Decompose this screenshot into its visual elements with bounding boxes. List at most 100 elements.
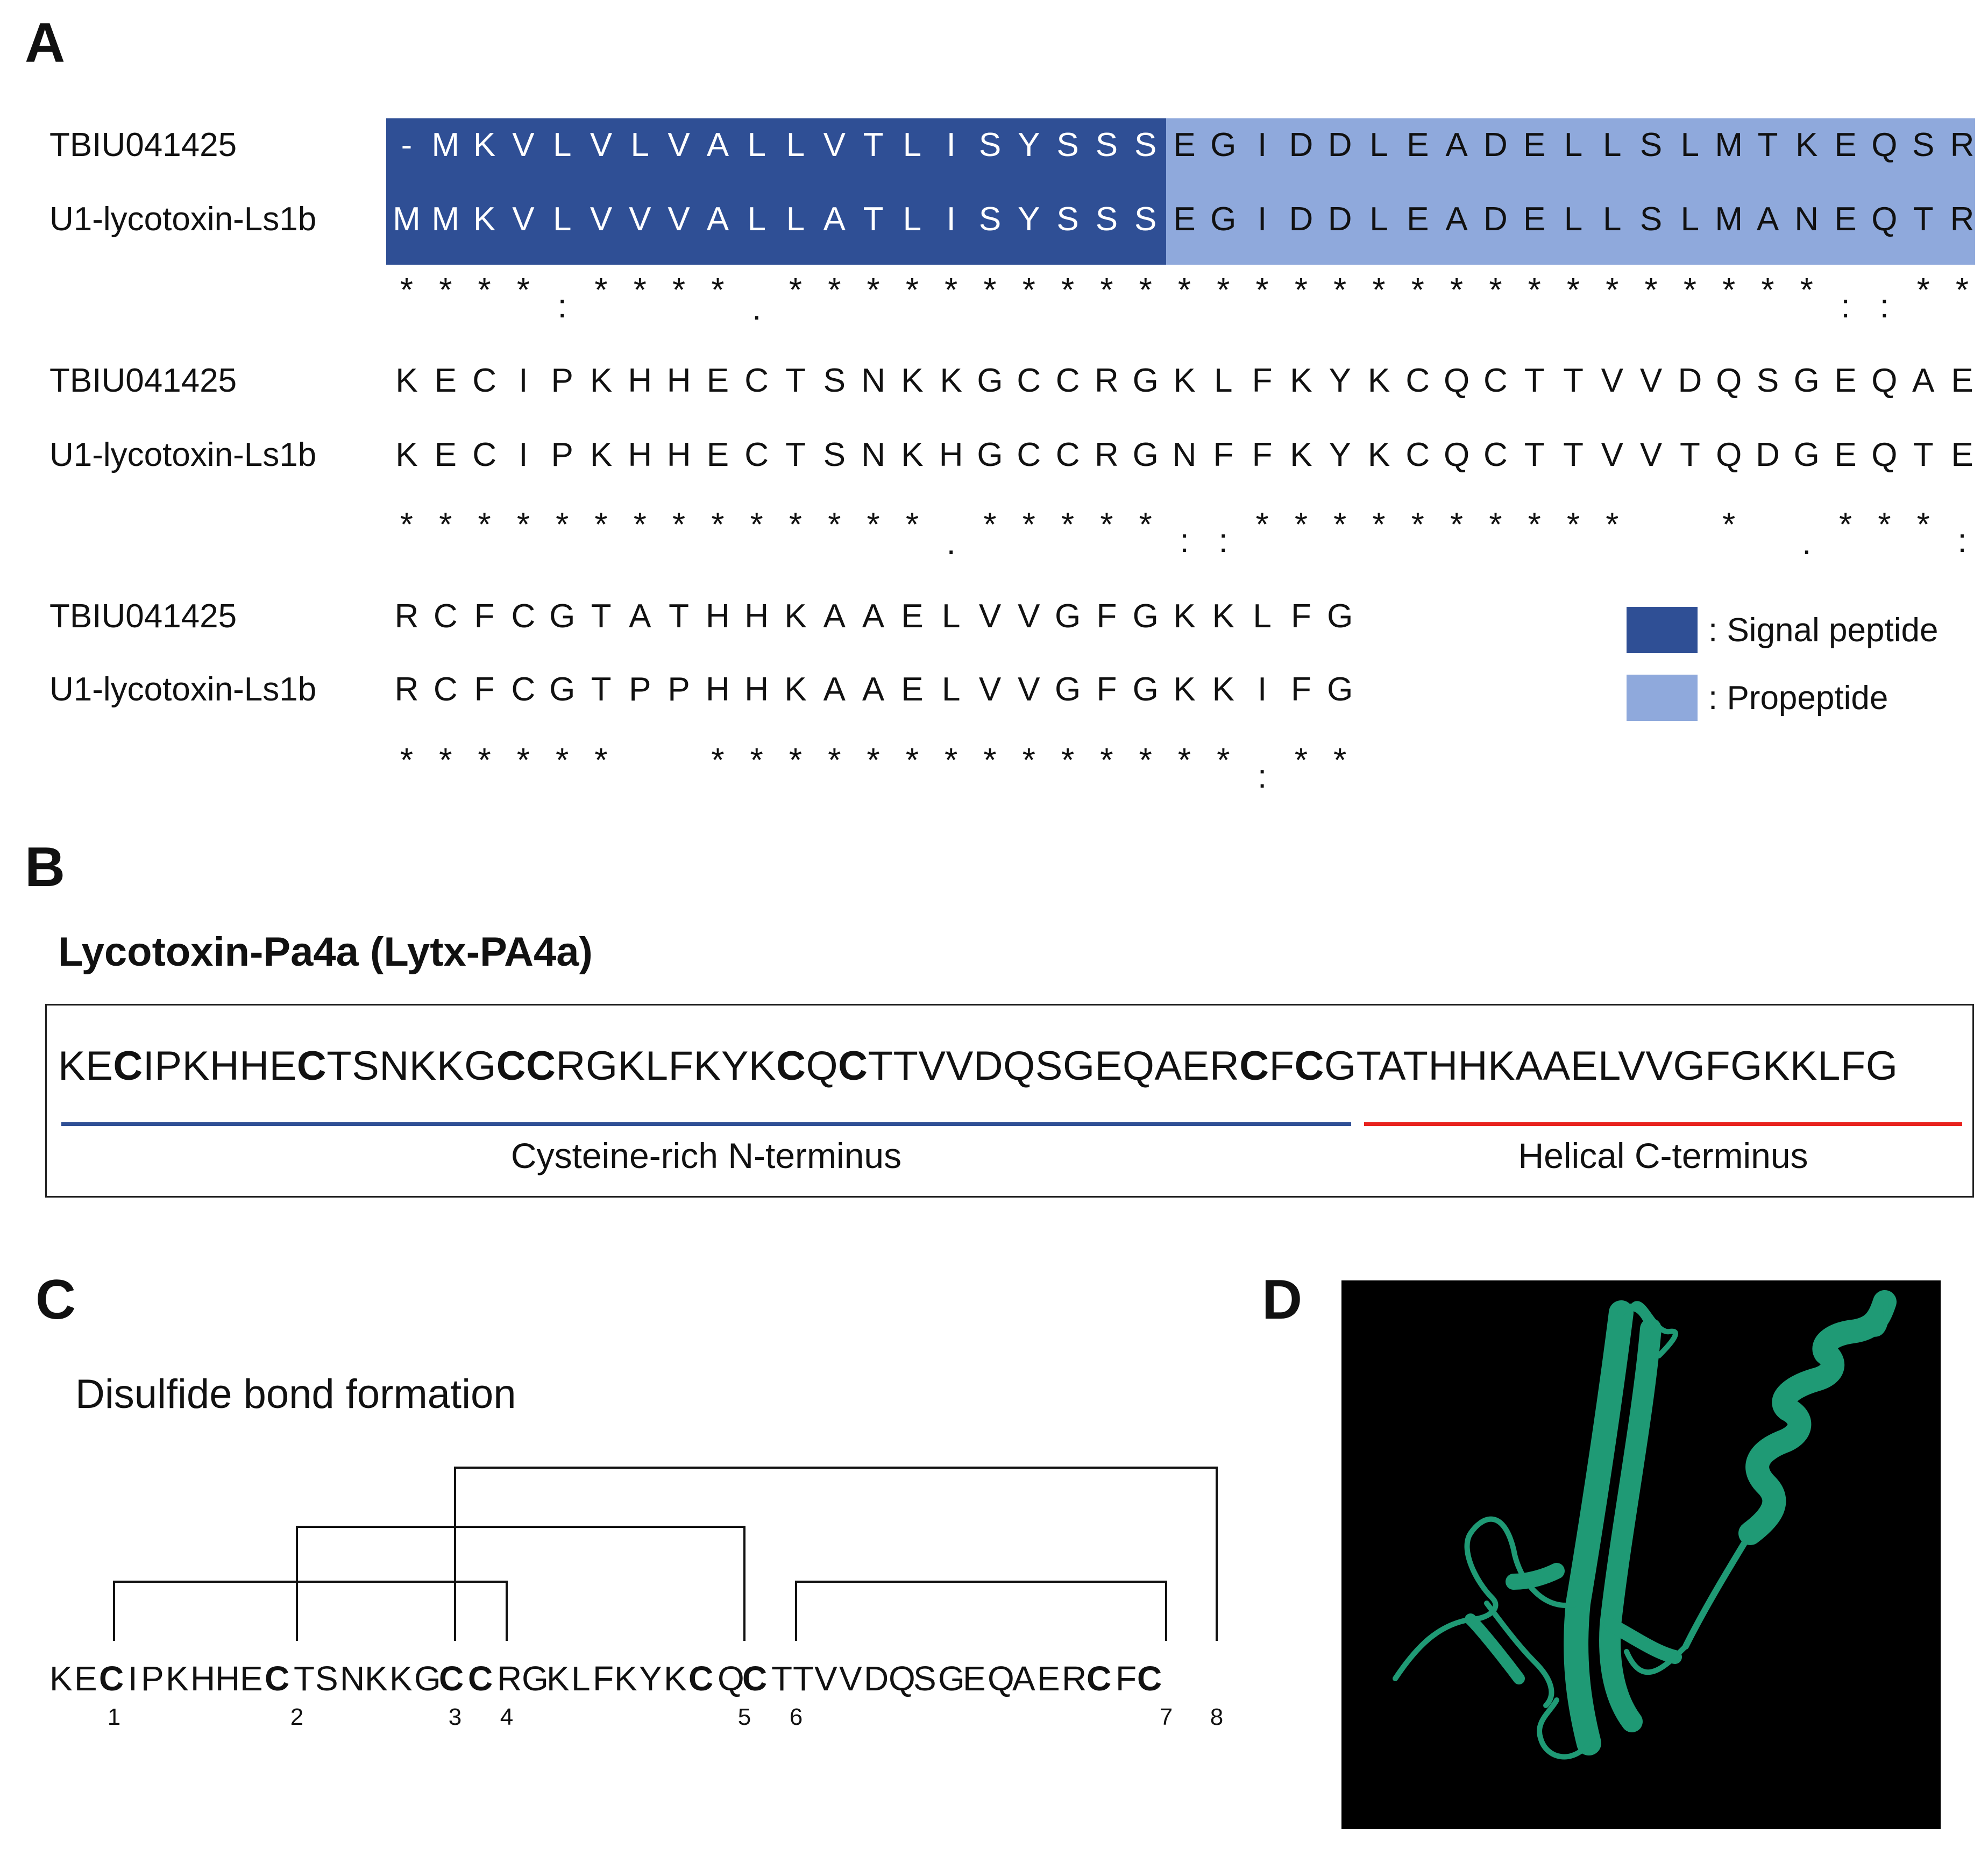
- residue: G: [1327, 671, 1353, 708]
- residue: N: [861, 362, 885, 399]
- residue: Y: [1018, 201, 1040, 238]
- residue: T: [785, 436, 806, 473]
- residue: L: [1603, 126, 1621, 164]
- panel-label-d: D: [1262, 1269, 1303, 1331]
- residue: D: [864, 1659, 889, 1698]
- residue: T: [1563, 362, 1584, 399]
- residue: H: [628, 362, 652, 399]
- residue: D: [1289, 126, 1314, 164]
- residue: A: [629, 598, 651, 635]
- residue: Q: [718, 1659, 744, 1698]
- residue: H: [744, 598, 769, 635]
- conservation-mark: *: [1372, 506, 1385, 543]
- residue: L: [1817, 1043, 1841, 1089]
- residue: T: [1403, 1043, 1429, 1089]
- residue: E: [1834, 436, 1856, 473]
- residue: P: [141, 1659, 164, 1698]
- residue: T: [326, 1043, 352, 1089]
- cysteine-residue: C: [296, 1043, 327, 1089]
- residue: V: [590, 201, 613, 238]
- residue: A: [1912, 362, 1935, 399]
- residue: L: [942, 598, 960, 635]
- residue: T: [1356, 1043, 1379, 1089]
- residue: S: [1056, 201, 1078, 238]
- residue: E: [707, 436, 729, 473]
- conservation-mark: *: [1956, 272, 1969, 309]
- residue: Y: [1329, 436, 1351, 473]
- residue: V: [1645, 1043, 1673, 1089]
- residue: T: [863, 126, 884, 164]
- residue: L: [1369, 201, 1388, 238]
- sequence-name: TBIU041425: [49, 598, 237, 635]
- residue: T: [1680, 436, 1700, 473]
- conservation-mark: *: [517, 272, 530, 309]
- c-terminus-underline: [1364, 1122, 1962, 1126]
- residue: V: [946, 1043, 974, 1089]
- conservation-mark: *: [1411, 506, 1424, 543]
- cysteine-residue: C: [526, 1043, 556, 1089]
- conservation-mark: *: [1606, 506, 1618, 543]
- conservation-mark: *: [1333, 506, 1346, 543]
- residue: I: [1258, 126, 1267, 164]
- conservation-mark: *: [1528, 506, 1541, 543]
- residue: M: [1715, 126, 1743, 164]
- residue: N: [1173, 436, 1197, 473]
- n-terminus-label: Cysteine-rich N-terminus: [510, 1136, 902, 1176]
- residue: K: [1790, 1043, 1818, 1089]
- conservation-mark: *: [1722, 506, 1735, 543]
- disulfide-bond-1-4: [113, 1581, 508, 1641]
- residue: K: [901, 362, 923, 399]
- residue: A: [823, 201, 846, 238]
- legend-label: : Signal peptide: [1708, 612, 1938, 649]
- residue: M: [431, 126, 459, 164]
- residue: Y: [721, 1043, 749, 1089]
- conservation-mark: *: [478, 272, 491, 309]
- conservation-mark: *: [556, 742, 569, 779]
- residue: K: [590, 362, 612, 399]
- cysteine-number: 7: [1160, 1704, 1173, 1730]
- residue: K: [693, 1043, 721, 1089]
- residue: H: [939, 436, 963, 473]
- residue: A: [1378, 1043, 1403, 1089]
- residue: V: [823, 126, 846, 164]
- conservation-mark: *: [1606, 272, 1618, 309]
- residue: F: [474, 671, 495, 708]
- residue: C: [1017, 436, 1041, 473]
- residue: L: [1253, 598, 1271, 635]
- conservation-mark: *: [1800, 272, 1813, 309]
- residue: E: [1834, 362, 1856, 399]
- residue: P: [629, 671, 651, 708]
- conservation-mark: *: [1761, 272, 1774, 309]
- residue: Y: [1329, 362, 1351, 399]
- conservation-mark: *: [1295, 272, 1308, 309]
- peptide-title: Lycotoxin-Pa4a (Lytx-PA4a): [58, 929, 593, 975]
- n-terminus-underline: [61, 1122, 1351, 1126]
- residue: Q: [1122, 1043, 1155, 1089]
- residue: Y: [639, 1659, 662, 1698]
- residue: E: [269, 1043, 297, 1089]
- residue: I: [519, 362, 528, 399]
- residue: P: [154, 1043, 182, 1089]
- residue: S: [315, 1659, 338, 1698]
- residue: L: [747, 126, 765, 164]
- residue: A: [862, 598, 885, 635]
- residue: E: [86, 1043, 113, 1089]
- residue: Y: [1018, 126, 1040, 164]
- residue: S: [823, 362, 846, 399]
- conservation-mark: *: [1178, 272, 1191, 309]
- residue: S: [1096, 126, 1118, 164]
- residue: C: [1483, 436, 1508, 473]
- residue: F: [668, 1043, 694, 1089]
- conservation-mark: *: [1567, 506, 1580, 543]
- conservation-mark: *: [1528, 272, 1541, 309]
- residue: K: [1762, 1043, 1790, 1089]
- residue: V: [1018, 598, 1040, 635]
- conservation-mark: *: [1450, 272, 1463, 309]
- sequence-name: U1-lycotoxin-Ls1b: [49, 436, 316, 473]
- residue: E: [1407, 126, 1429, 164]
- residue: F: [1269, 1043, 1295, 1089]
- residue: Q: [1871, 126, 1897, 164]
- residue: G: [1055, 598, 1081, 635]
- residue: S: [1134, 201, 1156, 238]
- residue: R: [1950, 126, 1975, 164]
